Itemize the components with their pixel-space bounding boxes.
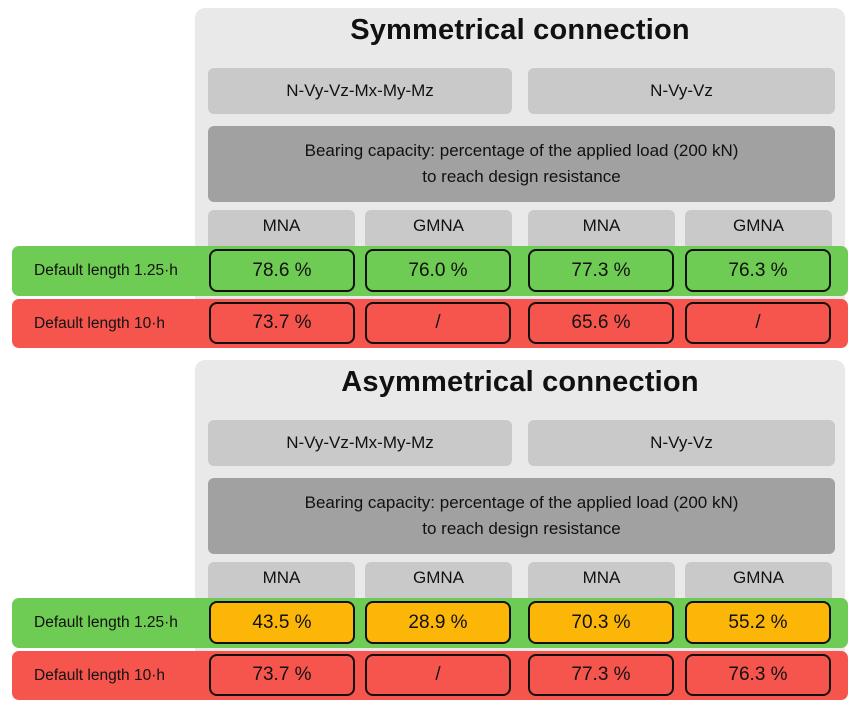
symmetrical-table: Symmetrical connection N-Vy-Vz-Mx-My-Mz … xyxy=(0,0,856,352)
row-band-default-length-125h: Default length 1.25·h 78.6 % 76.0 % 77.3… xyxy=(12,246,848,296)
result-cell: 55.2 % xyxy=(685,601,831,644)
bearing-capacity-note: Bearing capacity: percentage of the appl… xyxy=(208,126,835,202)
result-cell: 76.3 % xyxy=(685,249,831,292)
load-combination-header-full: N-Vy-Vz-Mx-My-Mz xyxy=(208,68,512,114)
bearing-capacity-note-line2: to reach design resistance xyxy=(422,167,621,186)
bearing-capacity-note-line1: Bearing capacity: percentage of the appl… xyxy=(304,141,739,160)
bearing-capacity-note-line1: Bearing capacity: percentage of the appl… xyxy=(304,493,739,512)
bearing-capacity-note-line2: to reach design resistance xyxy=(422,519,621,538)
result-cell: 73.7 % xyxy=(209,302,355,344)
table-title: Asymmetrical connection xyxy=(341,366,699,398)
result-cell: 65.6 % xyxy=(528,302,674,344)
table-title: Symmetrical connection xyxy=(350,14,690,46)
result-cell: 77.3 % xyxy=(528,654,674,696)
result-cell: 76.0 % xyxy=(365,249,511,292)
column-header-mna-1: MNA xyxy=(208,562,355,598)
row-label: Default length 10·h xyxy=(34,314,165,332)
result-cell: 43.5 % xyxy=(209,601,355,644)
asymmetrical-table: Asymmetrical connection N-Vy-Vz-Mx-My-Mz… xyxy=(0,352,856,704)
load-combination-header-full: N-Vy-Vz-Mx-My-Mz xyxy=(208,420,512,466)
column-header-mna-1: MNA xyxy=(208,210,355,246)
column-header-mna-2: MNA xyxy=(528,562,675,598)
column-header-gmna-2: GMNA xyxy=(685,210,832,246)
result-cell: 77.3 % xyxy=(528,249,674,292)
result-cell: 28.9 % xyxy=(365,601,511,644)
column-header-gmna-2: GMNA xyxy=(685,562,832,598)
load-combination-header-reduced: N-Vy-Vz xyxy=(528,68,835,114)
row-label: Default length 1.25·h xyxy=(34,614,178,631)
result-cell: 70.3 % xyxy=(528,601,674,644)
column-header-gmna-1: GMNA xyxy=(365,562,512,598)
row-label: Default length 1.25·h xyxy=(34,262,178,279)
row-label: Default length 10·h xyxy=(34,666,165,684)
bearing-capacity-note: Bearing capacity: percentage of the appl… xyxy=(208,478,835,554)
result-cell: 73.7 % xyxy=(209,654,355,696)
column-header-mna-2: MNA xyxy=(528,210,675,246)
load-combination-header-reduced: N-Vy-Vz xyxy=(528,420,835,466)
result-cell: / xyxy=(365,302,511,344)
row-band-default-length-125h: Default length 1.25·h 43.5 % 28.9 % 70.3… xyxy=(12,598,848,648)
result-cell: 78.6 % xyxy=(209,249,355,292)
row-band-default-length-10h: Default length 10·h 73.7 % / 77.3 % 76.3… xyxy=(12,651,848,700)
result-cell: / xyxy=(685,302,831,344)
result-cell: / xyxy=(365,654,511,696)
row-band-default-length-10h: Default length 10·h 73.7 % / 65.6 % / xyxy=(12,299,848,348)
column-header-gmna-1: GMNA xyxy=(365,210,512,246)
result-cell: 76.3 % xyxy=(685,654,831,696)
